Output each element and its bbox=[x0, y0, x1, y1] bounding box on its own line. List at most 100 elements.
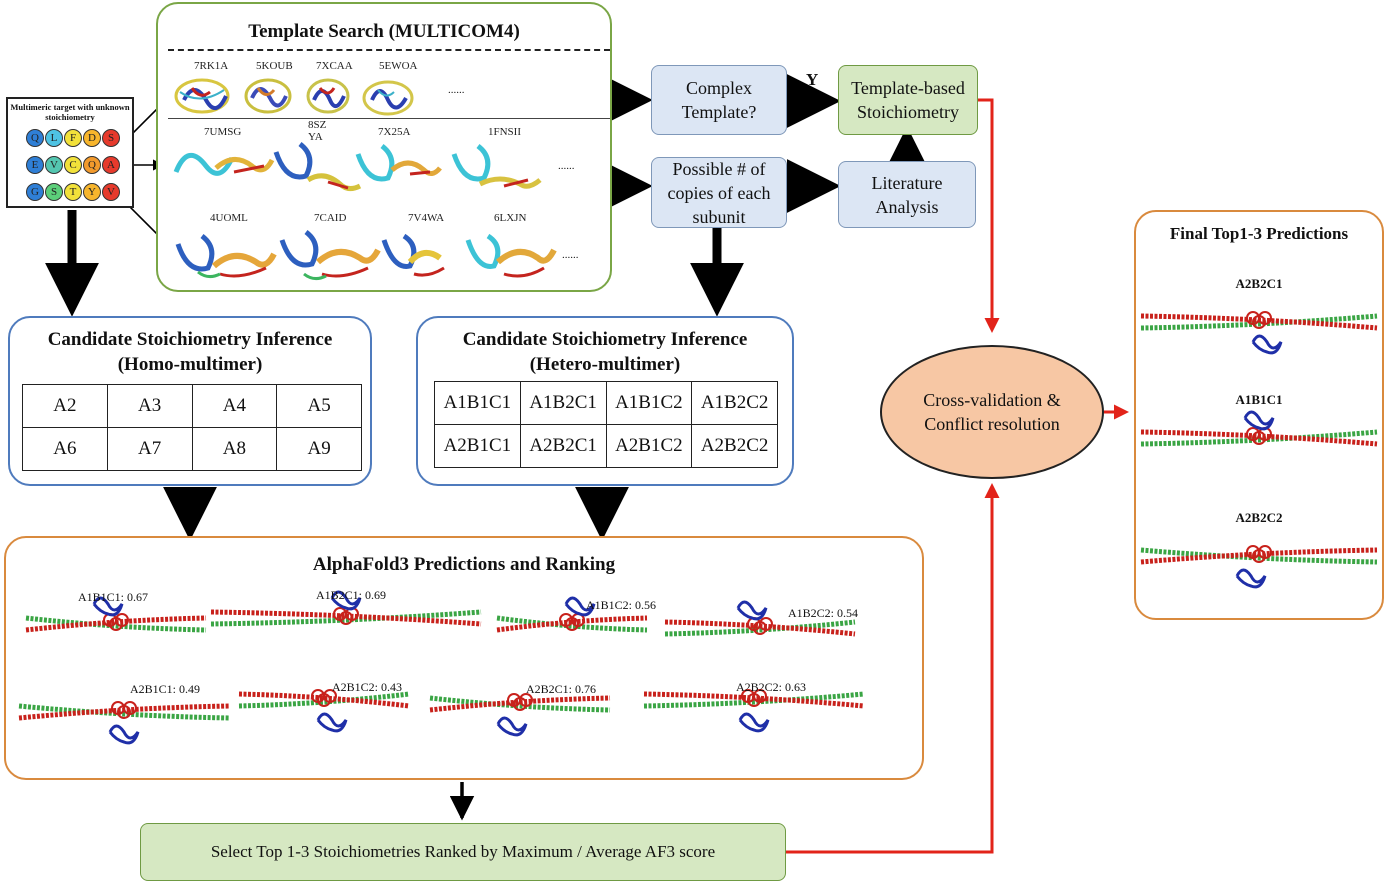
final-prediction-label: A2B2C2 bbox=[1235, 510, 1283, 525]
predicted-structure-image bbox=[1140, 545, 1378, 589]
template-id-label: 5KOUB bbox=[256, 60, 293, 72]
predicted-structure-image bbox=[210, 590, 482, 627]
template-id-label: 7V4WA bbox=[408, 212, 445, 224]
template-id-label: 7RK1A bbox=[194, 60, 229, 72]
template-structure-image bbox=[306, 78, 350, 114]
template-id-label: 5EWOA bbox=[379, 60, 418, 72]
residue-circle: V bbox=[45, 156, 63, 174]
af3-prediction-label: A1B2C2: 0.54 bbox=[788, 606, 859, 620]
row-divider bbox=[168, 118, 610, 119]
af3-prediction-label: A2B2C2: 0.63 bbox=[736, 680, 807, 694]
template-structure-image bbox=[173, 153, 275, 176]
literature-box: Literature Analysis bbox=[838, 161, 976, 228]
residue-circle: S bbox=[45, 183, 63, 201]
hetero-cell: A2B2C2 bbox=[691, 424, 778, 468]
template-structure-image bbox=[362, 80, 414, 116]
template-structure-image bbox=[465, 233, 557, 278]
residue-circle: V bbox=[102, 183, 120, 201]
select-text: Select Top 1-3 Stoichiometries Ranked by… bbox=[210, 842, 716, 861]
template-id-label: 7CAID bbox=[314, 212, 347, 224]
template-ellipsis: ...... bbox=[562, 249, 579, 261]
template-search-panel: Template Search (MULTICOM4) 7RK1A 5KOUB … bbox=[156, 2, 612, 292]
hetero-title: Candidate Stoichiometry Inference bbox=[462, 329, 748, 350]
final-prediction-label: A1B1C1 bbox=[1235, 392, 1283, 407]
predicted-structure-image bbox=[1140, 311, 1378, 355]
af3-prediction-label: A2B1C2: 0.43 bbox=[332, 680, 403, 694]
homo-cell: A2 bbox=[22, 384, 108, 428]
hetero-panel: Candidate Stoichiometry Inference (Heter… bbox=[416, 316, 794, 486]
template-structure-image bbox=[273, 142, 362, 192]
homo-title: Candidate Stoichiometry Inference bbox=[47, 329, 333, 350]
select-box: Select Top 1-3 Stoichiometries Ranked by… bbox=[140, 823, 786, 881]
predicted-structure-image bbox=[1140, 410, 1378, 447]
final-prediction-label: A2B2C1 bbox=[1235, 276, 1283, 291]
cross-validation-text: Cross-validation & Conflict resolution bbox=[923, 390, 1061, 434]
homo-cell: A5 bbox=[276, 384, 362, 428]
residue-circle: Q bbox=[26, 129, 44, 147]
hetero-subtitle: (Hetero-multimer) bbox=[529, 354, 681, 375]
residue-circle: Y bbox=[83, 183, 101, 201]
final-structures bbox=[1140, 311, 1378, 589]
template-id-label: 1FNSII bbox=[488, 126, 522, 138]
dashed-divider bbox=[168, 49, 610, 51]
predicted-structure-image bbox=[496, 596, 648, 633]
target-box: Multimeric target with unknown stoichiom… bbox=[6, 97, 134, 208]
possible-copies-text: Possible # of copies of each subunit bbox=[667, 158, 771, 227]
possible-copies-box: Possible # of copies of each subunit bbox=[651, 157, 787, 228]
hetero-table: A1B1C1 A1B2C1 A1B1C2 A1B2C2 A2B1C1 A2B2C… bbox=[434, 381, 778, 468]
af3-structures bbox=[18, 590, 865, 745]
template-id-label: 4UOML bbox=[210, 212, 248, 224]
hetero-cell: A1B1C2 bbox=[605, 381, 693, 425]
af3-prediction-label: A2B1C1: 0.49 bbox=[130, 682, 201, 696]
hetero-cell: A2B1C1 bbox=[434, 424, 521, 468]
residue-circle: A bbox=[102, 156, 120, 174]
residue-circle: Q bbox=[83, 156, 101, 174]
template-id-label: 7XCAA bbox=[316, 60, 353, 72]
template-structure-image bbox=[174, 78, 230, 114]
residue-circle: G bbox=[26, 183, 44, 201]
residue-circle: S bbox=[102, 129, 120, 147]
template-id-label: 7X25A bbox=[378, 126, 411, 138]
template-based-box: Template-based Stoichiometry bbox=[838, 65, 978, 135]
hetero-cell: A1B2C1 bbox=[519, 381, 607, 425]
homo-cell: A7 bbox=[106, 427, 193, 471]
template-search-title: Template Search (MULTICOM4) bbox=[248, 21, 520, 42]
residue-circle: E bbox=[26, 156, 44, 174]
homo-table: A2 A3 A4 A5 A6 A7 A8 A9 bbox=[22, 384, 362, 471]
residue-circle: T bbox=[64, 183, 82, 201]
af3-prediction-label: A1B1C2: 0.56 bbox=[586, 598, 657, 612]
homo-cell: A6 bbox=[22, 427, 108, 471]
final-title: Final Top1-3 Predictions bbox=[1169, 224, 1349, 243]
alphafold-title: AlphaFold3 Predictions and Ranking bbox=[312, 554, 616, 575]
alphafold-panel: AlphaFold3 Predictions and Ranking A1B1C… bbox=[4, 536, 924, 780]
template-structure-image bbox=[451, 144, 542, 189]
af3-prediction-label: A1B2C1: 0.69 bbox=[316, 588, 387, 602]
homo-panel: Candidate Stoichiometry Inference (Homo-… bbox=[8, 316, 372, 486]
residue-circle: L bbox=[45, 129, 63, 147]
template-structures bbox=[173, 78, 557, 281]
homo-subtitle: (Homo-multimer) bbox=[117, 354, 263, 375]
homo-cell: A4 bbox=[191, 384, 278, 428]
homo-cell: A9 bbox=[276, 427, 362, 471]
residue-circle: F bbox=[64, 129, 82, 147]
predicted-structure-image bbox=[643, 689, 865, 733]
template-structure-image bbox=[279, 230, 381, 281]
homo-cell: A8 bbox=[191, 427, 278, 471]
template-based-text: Template-based Stoichiometry bbox=[851, 78, 965, 122]
hetero-cell: A2B2C1 bbox=[519, 424, 607, 468]
predicted-structure-image bbox=[664, 600, 856, 637]
template-id-label: 8SZ YA bbox=[308, 119, 327, 143]
predicted-structure-image bbox=[18, 701, 230, 745]
predicted-structure-image bbox=[238, 689, 410, 733]
template-structure-image bbox=[175, 234, 277, 279]
complex-template-box: Complex Template? bbox=[651, 65, 787, 135]
template-id-label: 6LXJN bbox=[494, 212, 527, 224]
af3-prediction-label: A1B1C1: 0.67 bbox=[78, 590, 149, 604]
arrow-select-crossval bbox=[786, 483, 1000, 854]
literature-text: Literature Analysis bbox=[871, 172, 943, 217]
af3-prediction-label: A2B2C1: 0.76 bbox=[526, 682, 597, 696]
homo-cell: A3 bbox=[106, 384, 193, 428]
arrow-templatebased-crossval bbox=[978, 98, 1000, 333]
